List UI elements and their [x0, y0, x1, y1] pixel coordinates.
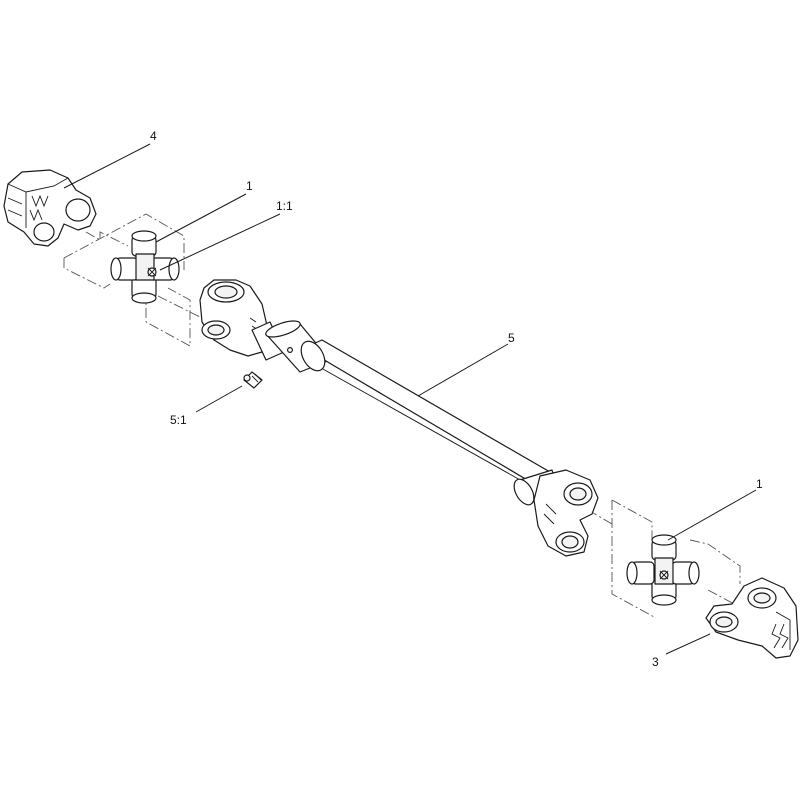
callout-shaft: 5: [508, 331, 515, 345]
callout-grease-fitting: 5:1: [170, 413, 187, 427]
phantom-lines-left: [63, 213, 211, 347]
leader-lines: [63, 143, 757, 655]
callout-yoke-left: 4: [150, 129, 157, 143]
yoke-right: [705, 577, 799, 659]
shaft-assembly: [199, 279, 599, 557]
universal-cross-right: [626, 534, 700, 606]
callout-cross-left: 1: [246, 179, 253, 193]
callout-cross-left-sub: 1:1: [276, 199, 293, 213]
universal-cross-left: [110, 230, 180, 304]
grease-fitting: [243, 371, 263, 389]
callout-cross-right: 1: [756, 477, 763, 491]
yoke-left: [3, 169, 97, 247]
callout-yoke-right: 3: [652, 655, 659, 669]
callout-labels: 4 1 1:1 5 5:1 1 3: [150, 129, 763, 669]
